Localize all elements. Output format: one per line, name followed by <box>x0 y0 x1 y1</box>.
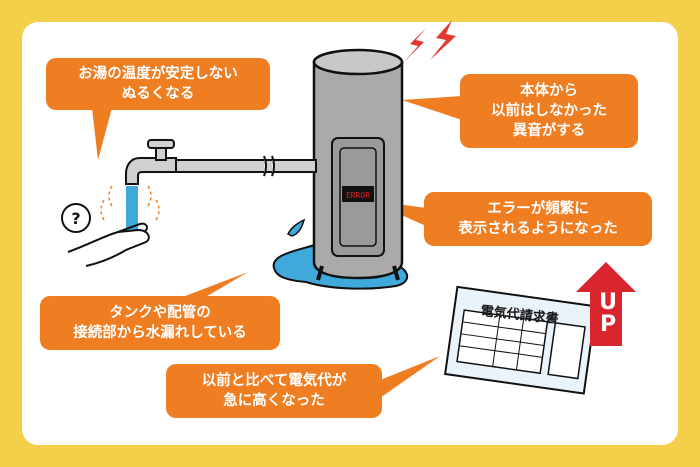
callout-tail-leak <box>180 272 248 298</box>
callout-electricity-bill: 以前と比べて電気代が 急に高くなった <box>166 364 382 418</box>
callout-error-display: エラーが頻繁に 表示されるようになった <box>424 192 652 246</box>
lightning-icon <box>404 28 426 62</box>
tank-top <box>312 48 404 76</box>
control-panel-inner <box>339 147 377 247</box>
bill-table-lines <box>459 314 546 370</box>
faucet <box>125 157 177 185</box>
up-label: U P <box>599 290 617 337</box>
bill-table <box>456 309 549 375</box>
question-bubble <box>61 203 91 233</box>
pipe <box>175 159 317 173</box>
error-display <box>342 186 374 202</box>
electricity-bill <box>444 285 598 395</box>
callout-water-leak: タンクや配管の 接続部から水漏れしている <box>40 296 280 350</box>
hand-fingers <box>117 222 148 233</box>
water-drop <box>286 218 306 237</box>
faucet-handle-icon <box>147 139 175 149</box>
callout-water-temperature: お湯の温度が安定しない ぬるくなる <box>46 58 270 110</box>
hand-icon <box>67 228 150 267</box>
error-display-text: ERROR <box>346 191 370 200</box>
up-arrow-icon <box>576 262 636 346</box>
callout-tail-electric <box>380 356 440 398</box>
lightning-icon <box>430 20 456 60</box>
callout-tail-noise <box>402 96 462 120</box>
pipe-break <box>263 155 275 177</box>
question-mark-icon: ? <box>71 209 80 228</box>
water-stream <box>126 186 138 234</box>
bill-side-box <box>547 322 586 380</box>
callout-tail-water-temp <box>92 108 112 160</box>
tank-legs <box>316 265 400 281</box>
callout-abnormal-noise: 本体から 以前はしなかった 異音がする <box>460 74 638 148</box>
